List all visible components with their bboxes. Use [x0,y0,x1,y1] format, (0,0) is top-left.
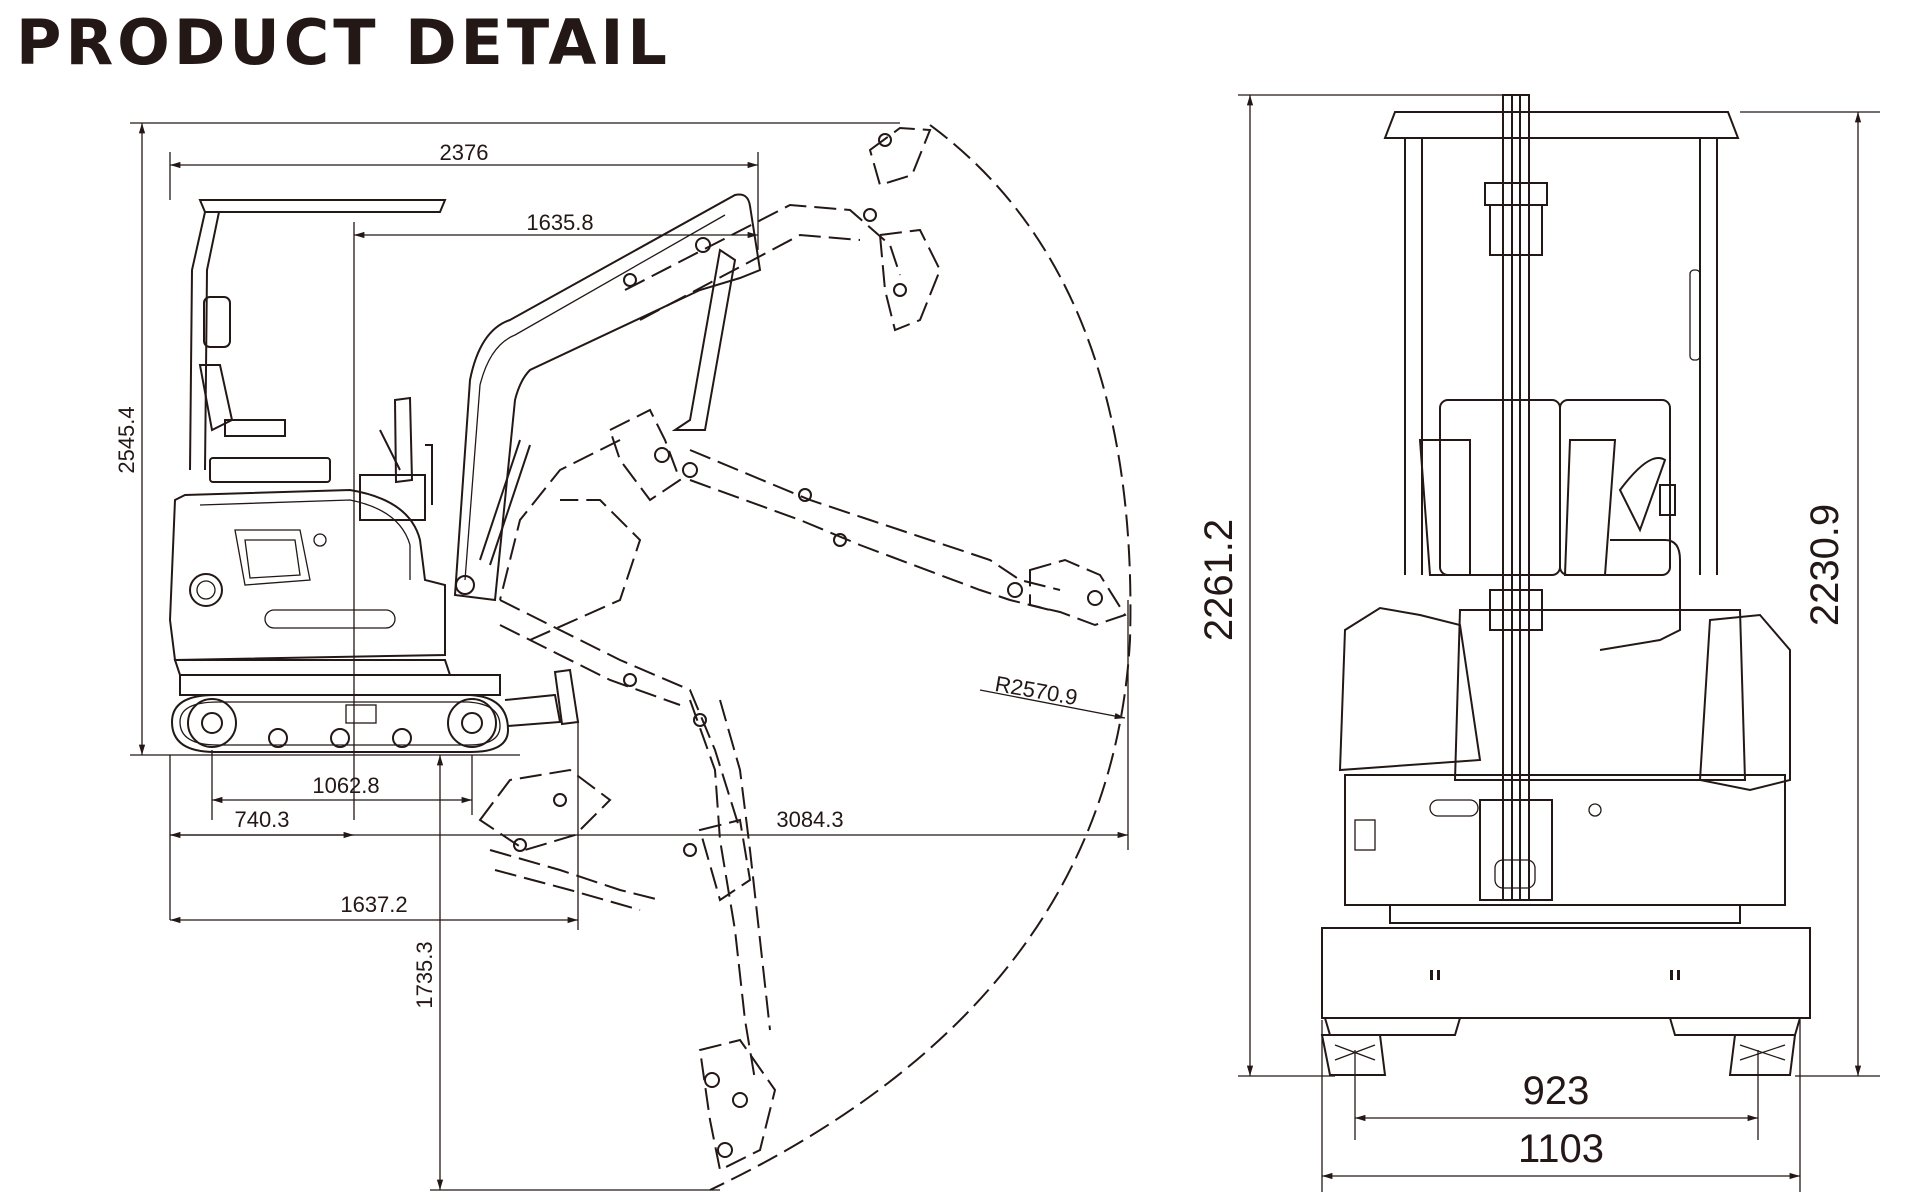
dim-label-1062-8: 1062.8 [312,773,379,798]
dim-1735-3: 1735.3 [412,755,720,1191]
dim-label-923: 923 [1523,1069,1590,1113]
dim-2545-4: 2545.4 [114,122,900,756]
canopy [189,199,447,521]
dim-740-3: 740.3 [169,755,354,920]
undercarriage [170,668,580,753]
front-view: 2261.2 2230.9 923 1103 [1197,94,1880,1192]
dim-label-740-3: 740.3 [234,807,289,832]
dim-1637-2: 1637.2 [170,720,579,930]
dim-label-3084-3: 3084.3 [776,807,843,832]
dim-2376: 2376 [169,140,759,250]
dim-2261-2: 2261.2 [1197,94,1505,1077]
dim-label-1635-8: 1635.8 [526,210,593,235]
dim-2230-9: 2230.9 [1740,111,1880,1077]
dim-label-2376: 2376 [440,140,489,165]
dim-r2570-9: R2570.9 [979,671,1126,720]
dim-1635-8: 1635.8 [353,210,758,820]
dim-label-1103: 1103 [1518,1127,1604,1171]
boom-main [453,193,762,602]
front-undercarriage [1320,927,1811,1076]
side-view: 2376 1635.8 2545.4 [114,122,1132,1191]
front-upper-body [1338,606,1791,924]
dim-3084-3: 3084.3 [170,600,1129,850]
dim-label-2230-9: 2230.9 [1803,504,1847,626]
page-title: PRODUCT DETAIL [16,6,671,79]
swing-radius-arc [709,124,1132,1191]
dim-label-1735-3: 1735.3 [412,941,437,1008]
front-boom [1479,94,1553,901]
dim-label-1637-2: 1637.2 [340,892,407,917]
dim-1062-8: 1062.8 [211,750,473,820]
boom-ghost-positions [478,126,1127,1172]
dim-label-r2570-9: R2570.9 [993,671,1079,710]
dim-label-2261-2: 2261.2 [1197,519,1241,641]
dim-label-2545-4: 2545.4 [114,406,139,473]
dim-1103: 1103 [1321,1020,1801,1192]
upper-structure [168,488,452,676]
dim-923: 923 [1354,1050,1759,1140]
